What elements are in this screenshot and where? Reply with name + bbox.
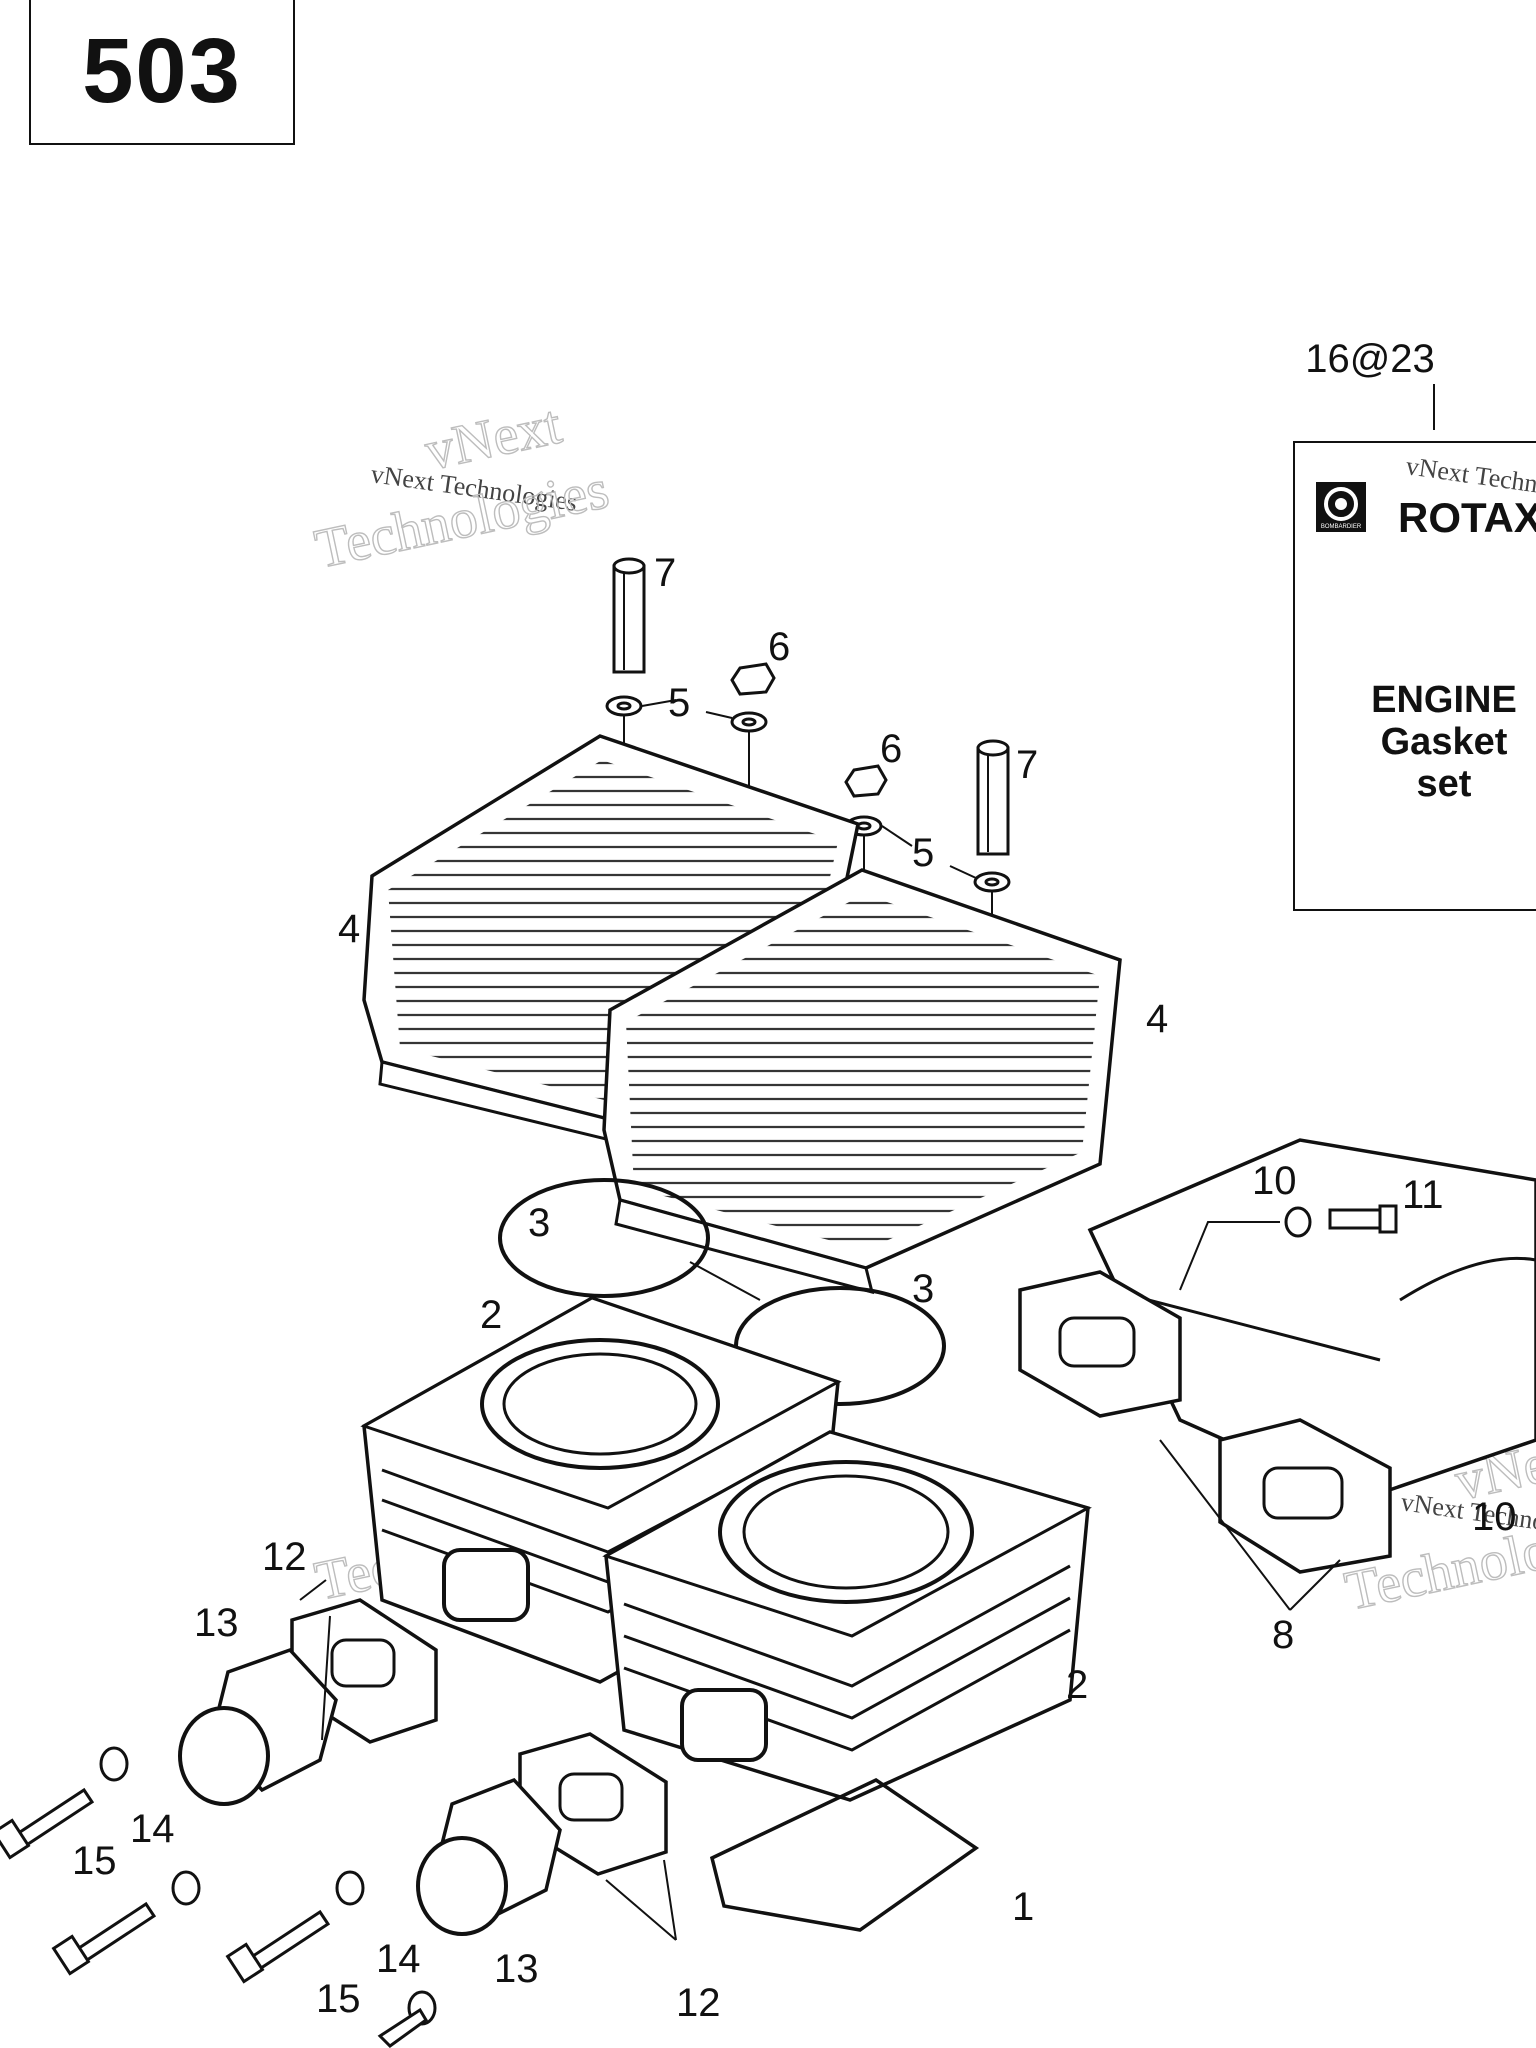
base-gasket xyxy=(709,1777,980,1932)
washers-intake xyxy=(99,1746,437,2026)
callout-14a: 14 xyxy=(130,1807,175,1851)
kit-title-line3: set xyxy=(1417,763,1472,805)
callout-2b: 2 xyxy=(1066,1663,1088,1707)
callout-6a: 6 xyxy=(768,625,790,669)
bombardier-logo-icon: BOMBARDIER xyxy=(1316,482,1366,532)
callout-1: 1 xyxy=(1012,1885,1034,1929)
exhaust-gasket-lower xyxy=(1218,1418,1392,1574)
kit-ref-label: 16@23 xyxy=(1305,337,1435,381)
callout-2a: 2 xyxy=(480,1293,502,1337)
kit-title-line1: ENGINE xyxy=(1371,679,1517,721)
nut-left xyxy=(730,662,776,696)
callout-5b: 5 xyxy=(912,831,934,875)
callout-13a: 13 xyxy=(194,1601,239,1645)
kit-brand: ROTAX xyxy=(1398,494,1536,541)
callout-13b: 13 xyxy=(494,1947,539,1991)
gasket-kit: 16@23 vNext Technologies BOMBARDIER ROTA… xyxy=(1293,337,1536,911)
callout-11: 11 xyxy=(1402,1173,1444,1217)
callout-6b: 6 xyxy=(880,727,902,771)
callout-15b: 15 xyxy=(316,1977,361,2021)
model-number-box: 503 xyxy=(29,0,295,145)
bolt-manifold xyxy=(1328,1204,1398,1234)
callout-12a: 12 xyxy=(262,1535,307,1579)
svg-text:BOMBARDIER: BOMBARDIER xyxy=(1321,524,1362,530)
callout-12b: 12 xyxy=(676,1981,721,2025)
callout-3a: 3 xyxy=(528,1201,550,1245)
callout-7b: 7 xyxy=(1016,743,1038,787)
washer-manifold xyxy=(1284,1206,1312,1238)
callout-numbers: 1 2 2 3 3 4 4 5 5 6 6 7 7 8 10 10 11 12 … xyxy=(72,551,1517,2025)
intake-socket-lower xyxy=(416,1777,562,1936)
callout-5a: 5 xyxy=(668,681,690,725)
o-ring-left xyxy=(498,1178,710,1298)
stud-right xyxy=(976,739,1010,856)
watermark-top: vNext vNext Technologies Technologies xyxy=(309,393,615,582)
callout-3b: 3 xyxy=(912,1267,934,1311)
callout-8: 8 xyxy=(1272,1613,1294,1657)
stud-left xyxy=(612,557,646,674)
screws-intake xyxy=(0,1787,428,2048)
intake-socket-upper xyxy=(178,1647,338,1806)
cylinder-head-right xyxy=(602,868,1122,1295)
callout-10a: 10 xyxy=(1252,1159,1297,1203)
leader-12-upper xyxy=(299,1579,331,1741)
exhaust-port-left xyxy=(442,1548,530,1622)
exhaust-port-right xyxy=(680,1688,768,1762)
leader-10 xyxy=(1179,1221,1280,1291)
leader-8 xyxy=(1159,1439,1341,1611)
callout-15a: 15 xyxy=(72,1839,117,1883)
callout-4b: 4 xyxy=(1146,997,1168,1041)
exhaust-manifold xyxy=(1087,1138,1536,1502)
leader-12-lower xyxy=(605,1859,677,1941)
callout-7a: 7 xyxy=(654,551,676,595)
kit-title-line2: Gasket xyxy=(1381,721,1508,763)
callout-10b: 10 xyxy=(1472,1495,1517,1539)
exhaust-gasket-upper xyxy=(1018,1270,1182,1418)
model-number: 503 xyxy=(82,20,242,122)
nut-right xyxy=(844,764,888,798)
callout-4a: 4 xyxy=(338,907,360,951)
callout-14b: 14 xyxy=(376,1937,421,1981)
